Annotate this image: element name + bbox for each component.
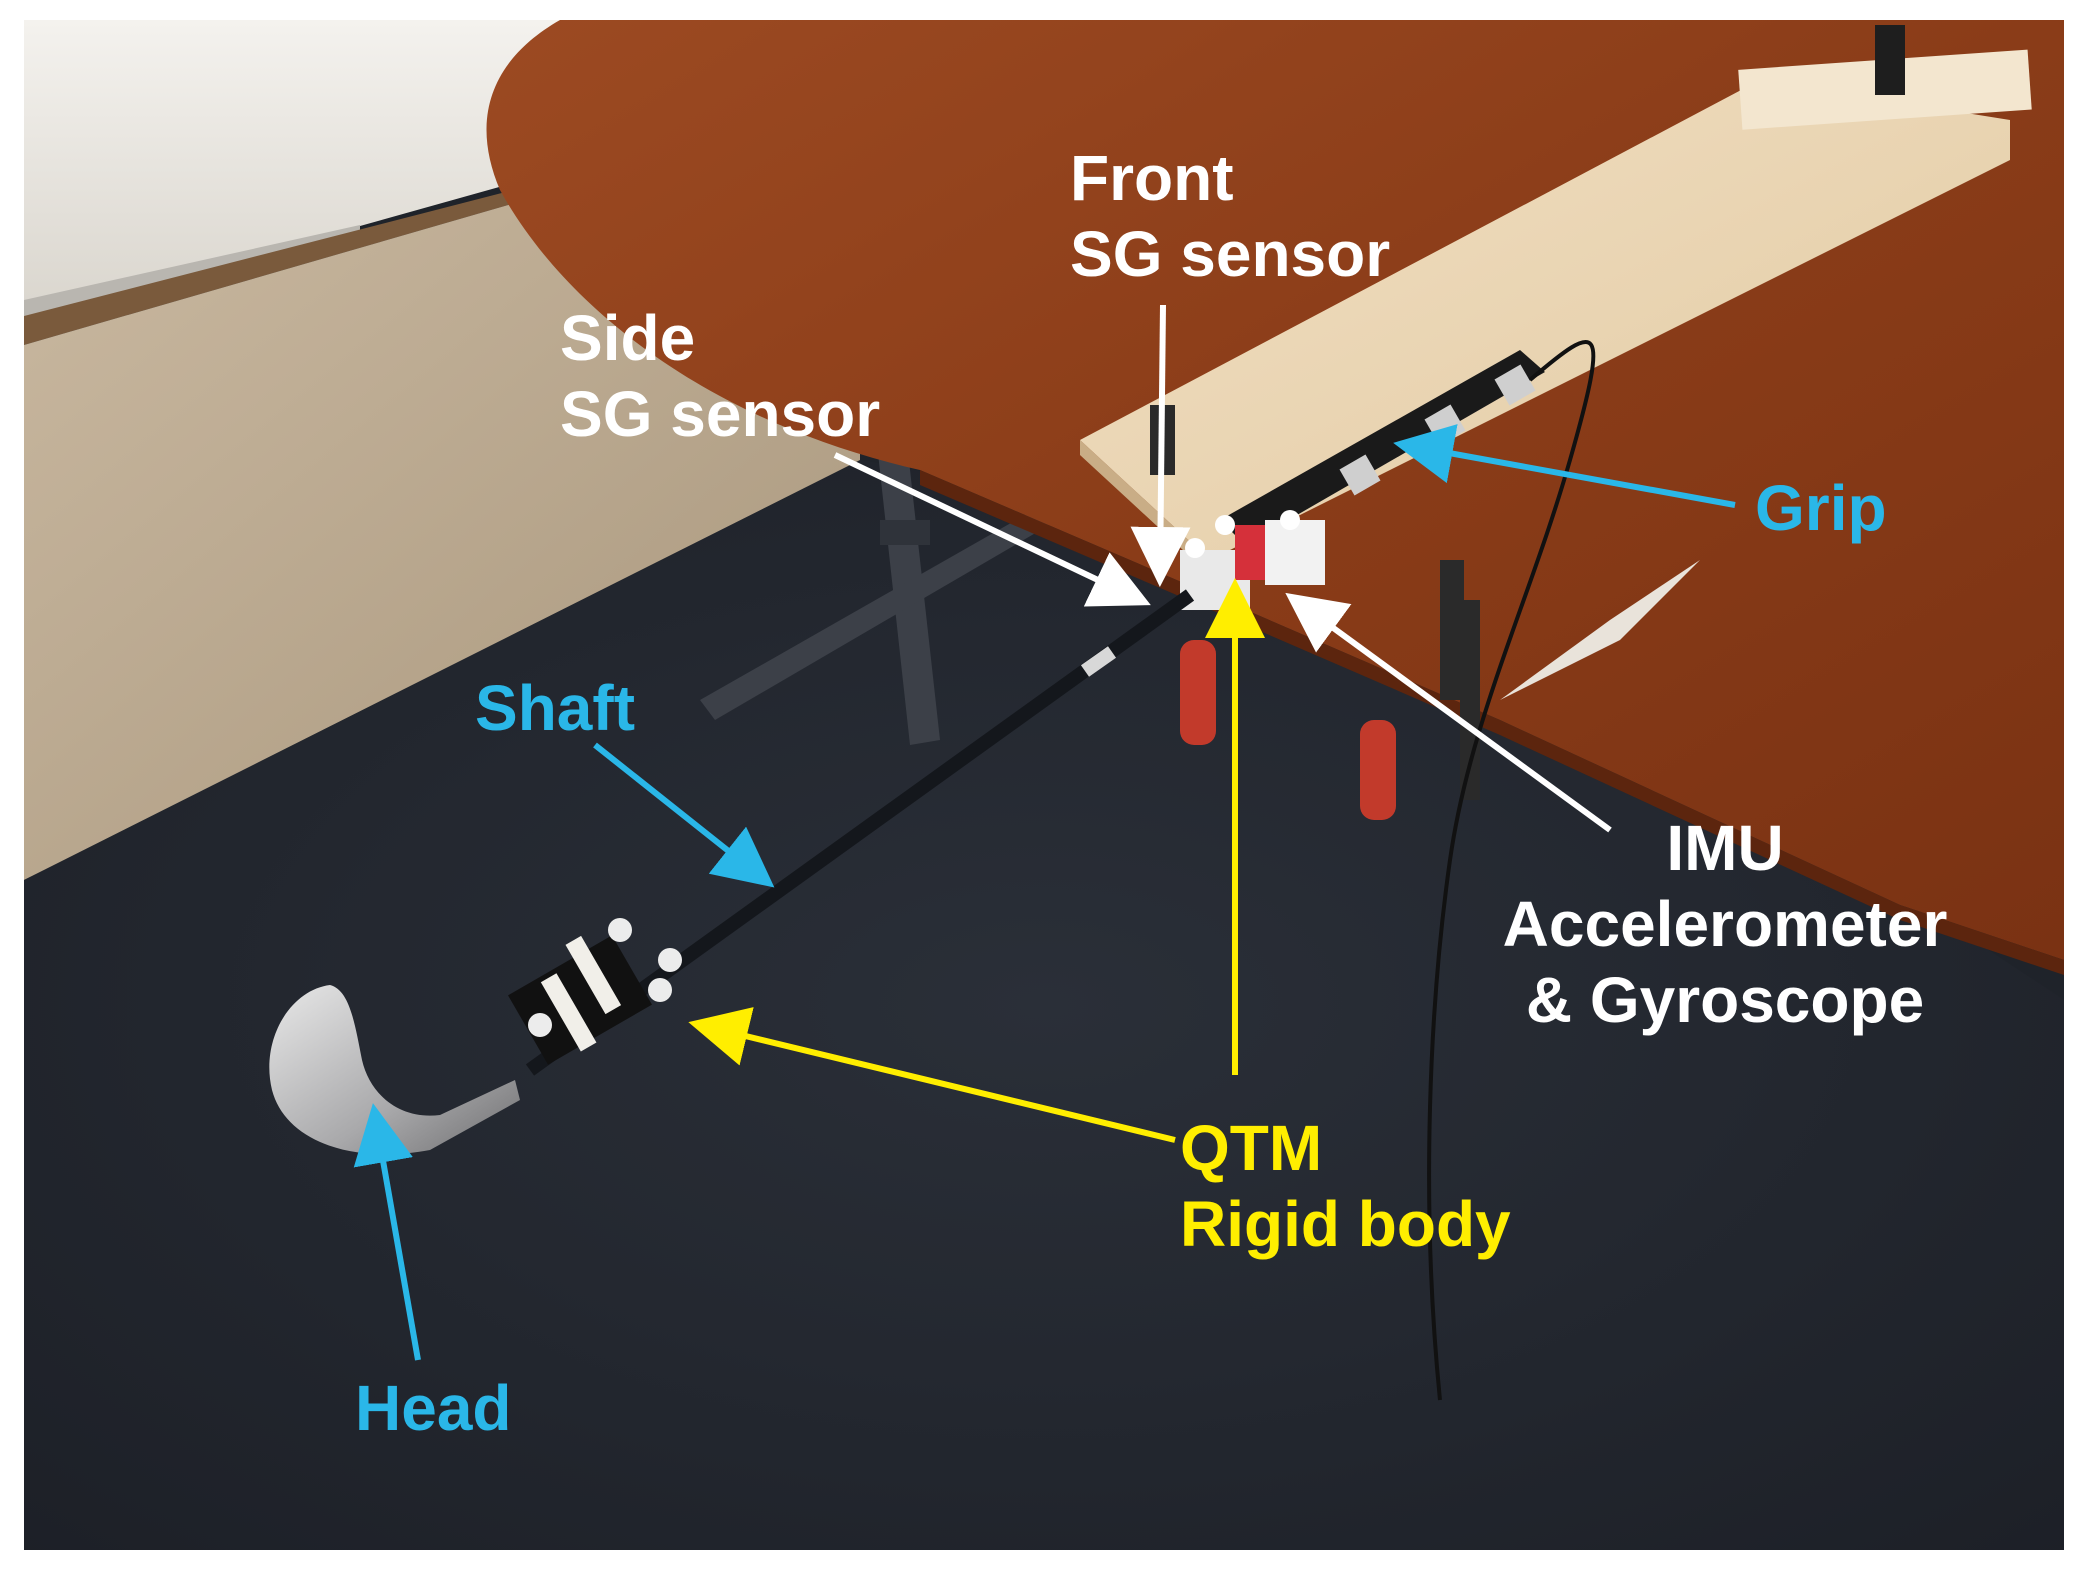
radiator [24,225,360,316]
label-imu: IMU Accelerometer & Gyroscope [1502,812,1948,1036]
club-head [269,985,520,1155]
club-grip [1220,350,1545,545]
table-leg-left [870,380,940,745]
arrow-head [353,1103,421,1361]
floor [24,190,860,880]
clamp-far [1875,25,1905,95]
arrow-imu [1285,592,1612,833]
label-head: Head [355,1372,512,1444]
cloth [1500,560,1700,700]
arrow-qtm-lower [688,1007,1176,1143]
label-front-sg-sensor: Front SG sensor [1070,142,1391,290]
arrow-front-sg [1130,304,1191,587]
wooden-board [1080,80,2010,560]
arrow-grip [1393,424,1736,508]
label-side-sg-sensor: Side SG sensor [560,302,881,450]
arrow-shaft [593,742,775,888]
label-grip: Grip [1755,472,1887,544]
arrow-side-sg [833,452,1151,607]
wall [24,20,560,320]
clamp-handle-left [1180,640,1216,745]
table-foot [700,495,1075,720]
label-shaft: Shaft [475,672,635,744]
baseboard [24,178,560,345]
clamp-handle-right [1360,720,1396,820]
label-qtm-rigid-body: QTM Rigid body [1180,1112,1511,1260]
